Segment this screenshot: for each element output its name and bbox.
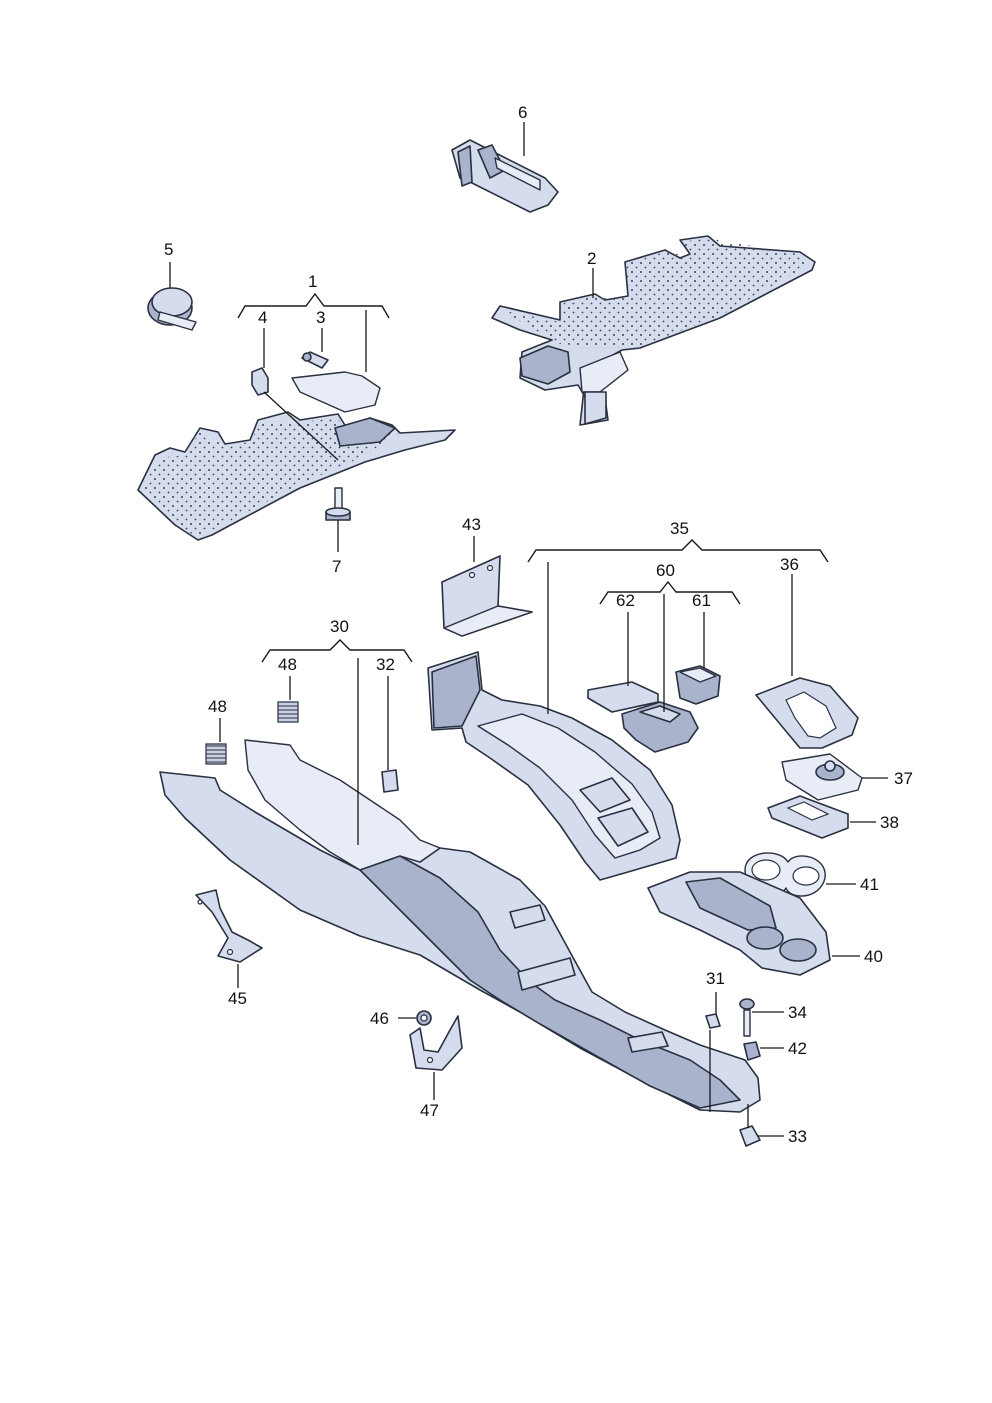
callout-45: 45 bbox=[228, 989, 247, 1008]
callout-4: 4 bbox=[258, 308, 267, 327]
callout-46: 46 bbox=[370, 1009, 389, 1028]
callout-38: 38 bbox=[880, 813, 899, 832]
callout-47: 47 bbox=[420, 1101, 439, 1120]
part-36-trim-frame bbox=[755, 677, 859, 749]
callout-2: 2 bbox=[587, 249, 596, 268]
callout-41: 41 bbox=[860, 875, 879, 894]
part-46-nut bbox=[416, 1010, 432, 1026]
part-4-clip bbox=[251, 367, 269, 396]
callout-61: 61 bbox=[692, 591, 711, 610]
callout-40: 40 bbox=[864, 947, 883, 966]
brace-1 bbox=[237, 292, 390, 319]
callout-48-right: 48 bbox=[278, 655, 297, 674]
callout-62: 62 bbox=[616, 591, 635, 610]
part-30-center-console bbox=[159, 739, 761, 1113]
part-35-console-trim bbox=[427, 651, 681, 881]
callout-43: 43 bbox=[462, 515, 481, 534]
part-7-screw bbox=[325, 487, 351, 521]
part-32-clip bbox=[381, 769, 399, 793]
callout-42: 42 bbox=[788, 1039, 807, 1058]
part-38-seal bbox=[767, 795, 849, 839]
callout-1: 1 bbox=[308, 272, 317, 291]
callout-33: 33 bbox=[788, 1127, 807, 1146]
callout-60: 60 bbox=[656, 561, 675, 580]
callout-3: 3 bbox=[316, 308, 325, 327]
part-48-felt-pad-right bbox=[277, 701, 299, 723]
part-45-bracket bbox=[195, 889, 263, 963]
part-3-pin bbox=[301, 351, 329, 369]
brace-35 bbox=[527, 539, 829, 563]
brace-60 bbox=[599, 580, 741, 605]
part-1-front-insulation bbox=[137, 371, 456, 541]
callout-48-left: 48 bbox=[208, 697, 227, 716]
part-61-cup bbox=[675, 665, 721, 705]
part-2-insulation-mat bbox=[491, 235, 816, 426]
part-37-gasket-plate bbox=[781, 753, 863, 801]
part-31-clip bbox=[705, 1013, 721, 1029]
callout-34: 34 bbox=[788, 1003, 807, 1022]
callout-37: 37 bbox=[894, 769, 913, 788]
part-33-clip bbox=[739, 1125, 761, 1147]
part-43-plate bbox=[441, 555, 533, 637]
callout-36: 36 bbox=[780, 555, 799, 574]
callout-31: 31 bbox=[706, 969, 725, 988]
part-48-felt-pad-left bbox=[205, 743, 227, 765]
leader-lines bbox=[169, 122, 888, 1137]
part-5-round-clip bbox=[147, 287, 197, 331]
brace-30 bbox=[261, 639, 413, 663]
callout-5: 5 bbox=[164, 240, 173, 259]
part-42-clip bbox=[743, 1041, 761, 1061]
part-34-screw bbox=[739, 998, 755, 1037]
part-60-insert bbox=[621, 701, 699, 753]
callout-32: 32 bbox=[376, 655, 395, 674]
callout-7: 7 bbox=[332, 557, 341, 576]
part-6-bracket bbox=[451, 139, 559, 213]
callout-6: 6 bbox=[518, 103, 527, 122]
part-40-cup-holder-tray bbox=[647, 871, 831, 976]
callout-35: 35 bbox=[670, 519, 689, 538]
part-47-bracket bbox=[409, 1015, 463, 1071]
callout-30: 30 bbox=[330, 617, 349, 636]
